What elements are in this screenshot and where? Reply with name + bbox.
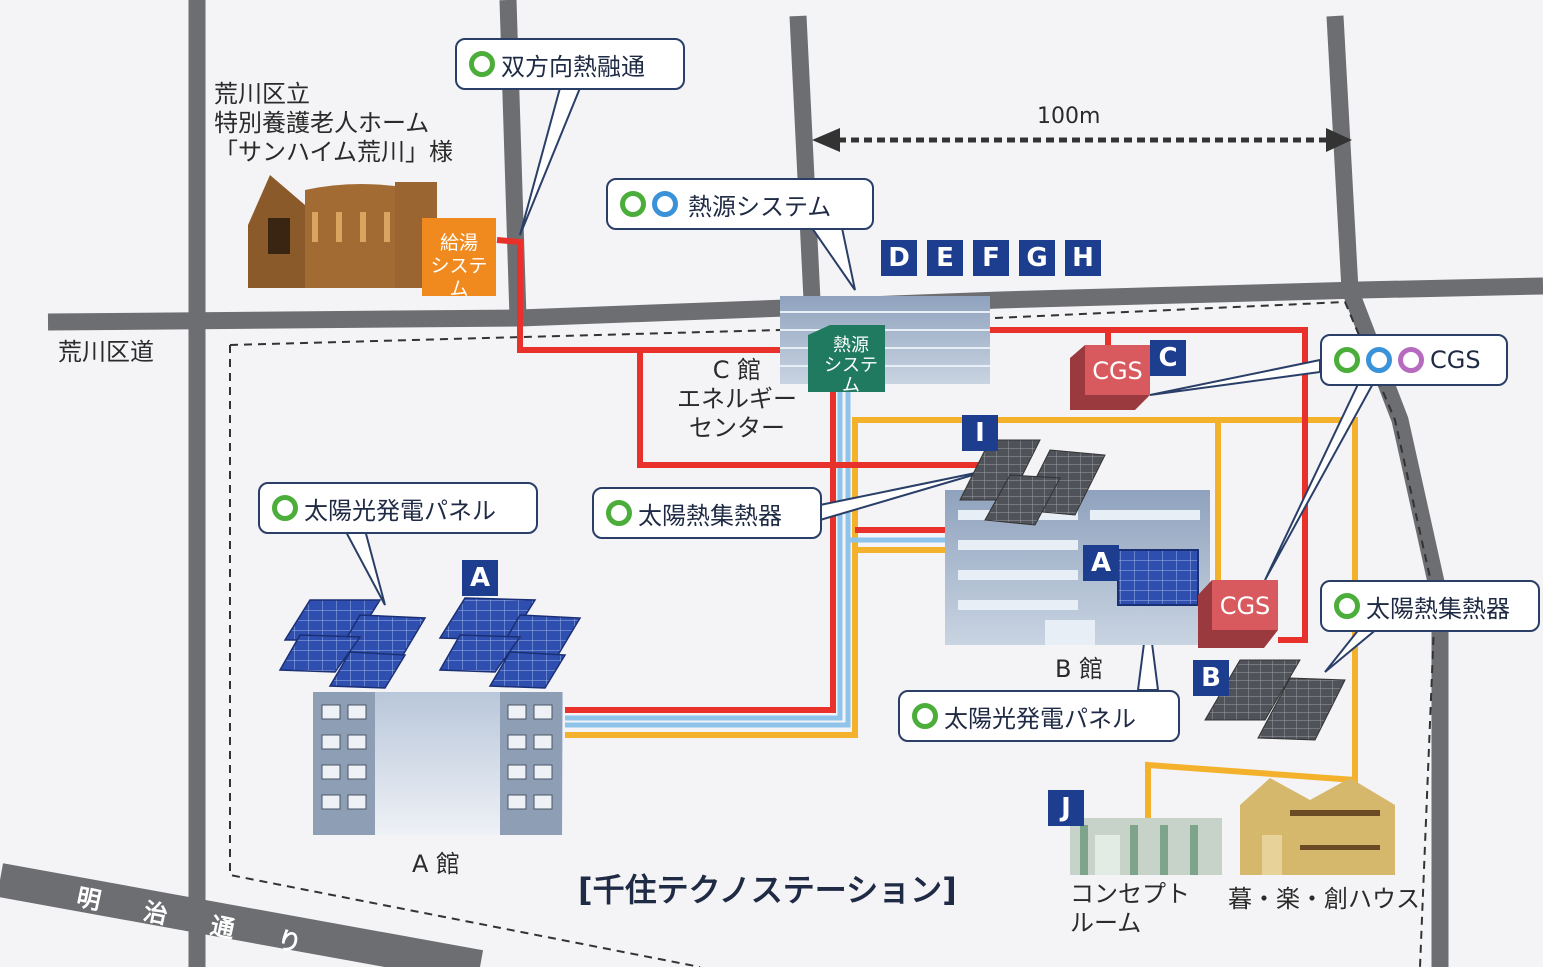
badge-f: F <box>973 240 1009 276</box>
green-circle-icon <box>620 191 646 217</box>
hot-water-system-line-2: システム <box>430 255 488 300</box>
c-hall-line-2: エネルギー <box>677 385 797 413</box>
solar-pv-panels-a <box>278 597 582 689</box>
badge-g: G <box>1019 240 1055 276</box>
a-hall-building <box>313 692 563 835</box>
scale-label: 100m <box>1037 104 1101 129</box>
callout-solar-pv-b-text: 太陽光発電パネル <box>944 704 1136 733</box>
leader-lines <box>343 87 1381 691</box>
c-hall-label: C 館 エネルギー センター <box>662 356 812 443</box>
purple-circle-icon <box>1398 347 1424 373</box>
c-hall-line-1: C 館 <box>712 356 762 384</box>
callout-solar-thermal-i-text: 太陽熱集熱器 <box>638 501 782 530</box>
callout-bidirectional-text: 双方向熱融通 <box>501 52 645 81</box>
concept-room-line-1: コンセプト <box>1070 880 1190 908</box>
badge-i: I <box>962 415 998 451</box>
blue-circle-icon <box>652 191 678 217</box>
badge-j: J <box>1048 790 1084 826</box>
site-boundary <box>229 300 1437 967</box>
callout-heat-source-text: 熱源システム <box>688 192 832 221</box>
road-arakawa-kudo <box>47 277 1543 331</box>
green-circle-icon <box>1334 593 1360 619</box>
callout-heat-source-system: 熱源システム <box>606 178 874 230</box>
kuraku-house-building <box>1240 778 1395 875</box>
green-circle-icon <box>469 51 495 77</box>
callout-solar-pv-b: 太陽光発電パネル <box>898 690 1180 742</box>
badge-h: H <box>1065 240 1101 276</box>
blue-circle-icon <box>1366 347 1392 373</box>
badge-e: E <box>927 240 963 276</box>
map-title: [千住テクノステーション] <box>578 871 957 909</box>
heat-source-system-line-1: 熱源 <box>833 335 869 356</box>
a-hall-label: A 館 <box>412 850 461 878</box>
callout-cgs: CGS <box>1320 334 1508 386</box>
cgs-b-box <box>1198 580 1278 648</box>
heat-source-system-line-2: システム <box>824 355 878 396</box>
concept-room-label: コンセプト ルーム <box>1070 880 1190 938</box>
callout-solar-thermal-i: 太陽熱集熱器 <box>592 487 822 539</box>
badge-a-hall: A <box>462 560 498 596</box>
road-label: 荒川区道 <box>58 338 154 366</box>
callout-solar-thermal-b: 太陽熱集熱器 <box>1320 580 1540 632</box>
badge-b: B <box>1193 660 1229 696</box>
green-circle-icon <box>606 500 632 526</box>
cgs-c-box <box>1070 345 1150 410</box>
nursing-home-line-3: 「サンハイム荒川」様 <box>214 138 454 166</box>
cgs-c-label: CGS <box>1092 357 1143 385</box>
c-hall-building <box>780 296 990 392</box>
hot-pipes <box>496 237 1308 713</box>
road-mid <box>789 15 821 301</box>
badge-c: C <box>1150 340 1186 376</box>
heat-source-system-label: 熱源 システム <box>818 336 884 396</box>
b-hall-label: B 館 <box>1055 655 1104 683</box>
callout-cgs-text: CGS <box>1430 346 1481 374</box>
badge-a-b-hall: A <box>1083 545 1119 581</box>
nursing-home-line-1: 荒川区立 <box>214 80 310 108</box>
scale-arrow <box>812 128 1352 152</box>
b-hall-building <box>945 490 1210 645</box>
solar-thermal-collectors-b <box>1204 659 1346 741</box>
nursing-home-label: 荒川区立 特別養護老人ホーム 「サンハイム荒川」様 <box>214 80 453 167</box>
hot-water-system-label: 給湯 システム <box>424 232 494 301</box>
road-east-north <box>1326 15 1359 291</box>
road-meiji <box>0 863 484 967</box>
nursing-home-line-2: 特別養護老人ホーム <box>214 109 430 137</box>
green-circle-icon <box>1334 347 1360 373</box>
callout-solar-thermal-b-text: 太陽熱集熱器 <box>1366 594 1510 623</box>
nursing-home-building <box>248 175 496 296</box>
solar-thermal-collectors-i <box>959 439 1106 526</box>
concept-room-line-2: ルーム <box>1070 909 1142 937</box>
concept-room-building <box>1070 818 1222 875</box>
green-circle-icon <box>272 495 298 521</box>
hot-water-system-line-1: 給湯 <box>439 232 478 254</box>
green-circle-icon <box>912 703 938 729</box>
callout-bidirectional-heat: 双方向熱融通 <box>455 38 685 90</box>
kuraku-house-label: 暮・楽・創ハウス <box>1228 885 1420 913</box>
cgs-b-label: CGS <box>1219 592 1271 620</box>
callout-solar-pv-a: 太陽光発電パネル <box>258 482 538 534</box>
c-hall-line-3: センター <box>689 414 785 442</box>
callout-solar-pv-a-text: 太陽光発電パネル <box>304 496 496 525</box>
badge-d: D <box>881 240 917 276</box>
